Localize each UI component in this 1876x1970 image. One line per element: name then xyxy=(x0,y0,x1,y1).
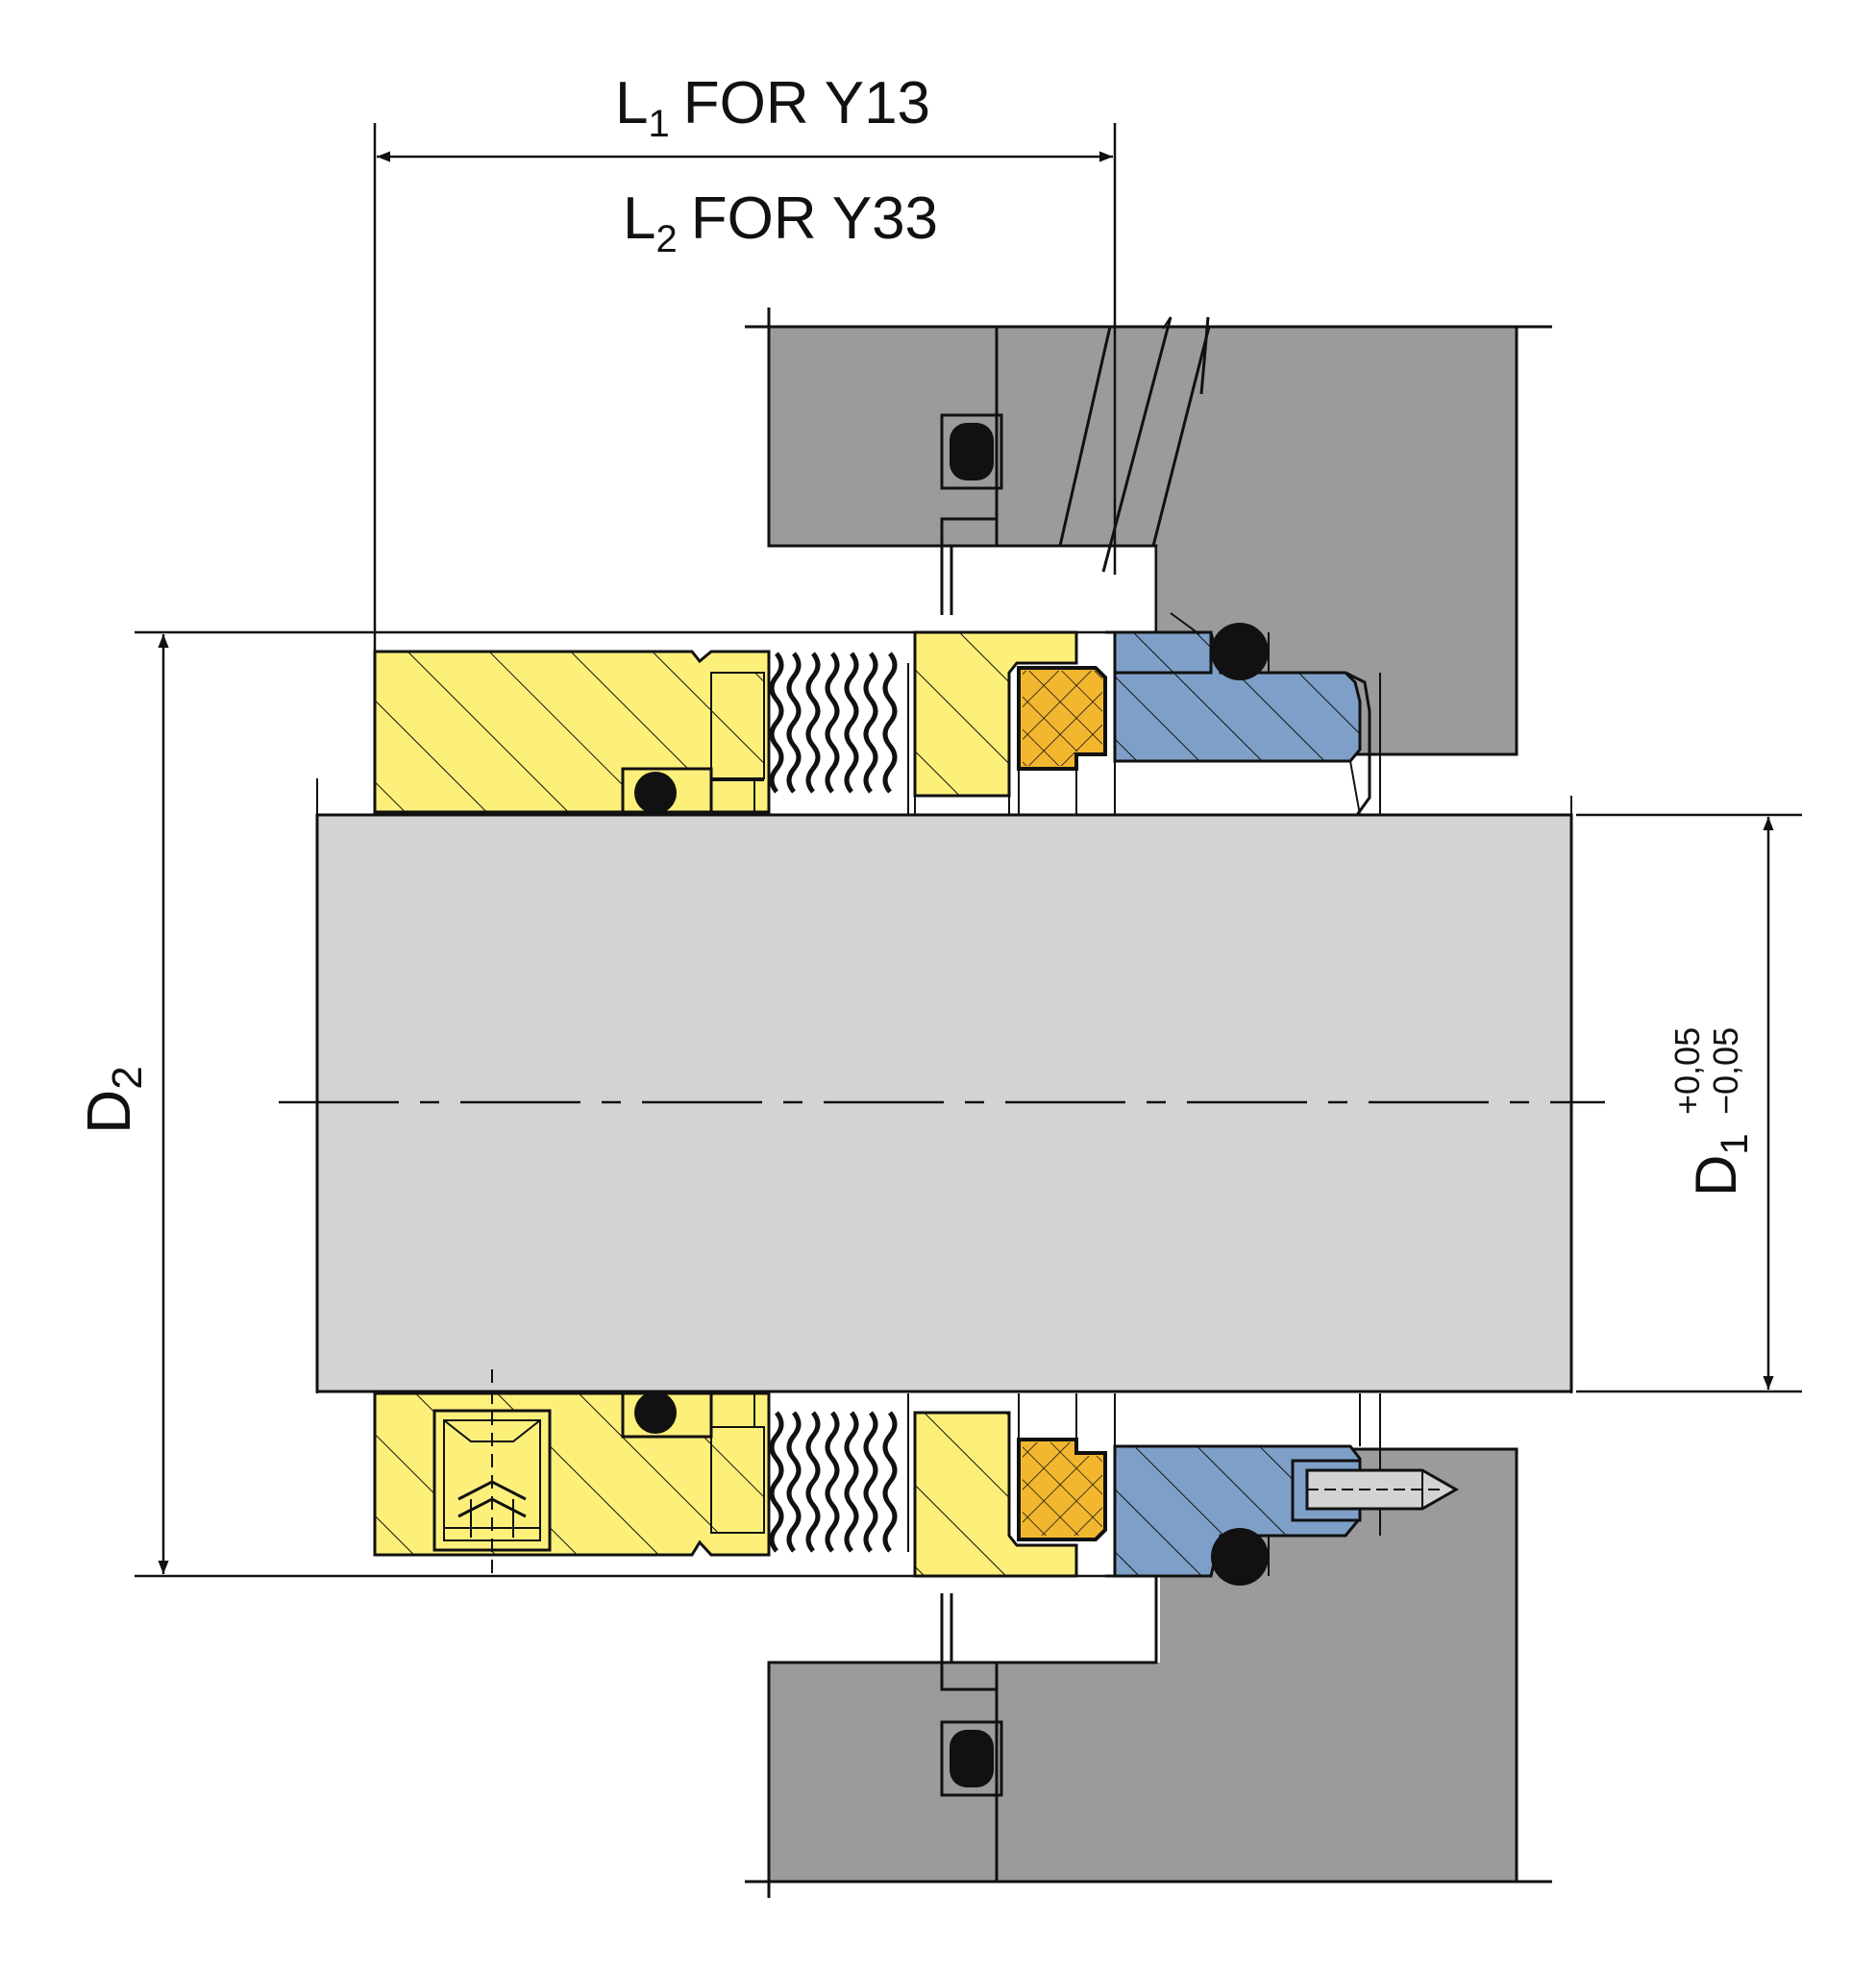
spring-lower xyxy=(769,1411,898,1553)
dim-label-d1: D1 xyxy=(1684,1133,1756,1196)
seat-lower xyxy=(1113,1393,1460,1586)
dim-tolerance-upper: +0,05 xyxy=(1667,1027,1707,1115)
rotating-unit-lower xyxy=(373,1369,1107,1578)
rotating-unit-upper xyxy=(373,630,1107,815)
dimension-d2 xyxy=(135,630,1115,1578)
o-ring-seat-upper xyxy=(1211,623,1269,680)
dim-tolerance-lower: −0,05 xyxy=(1706,1027,1745,1115)
anti-rotation-pin xyxy=(1291,1459,1460,1522)
o-ring-housing-upper xyxy=(950,423,994,480)
dim-label-d2: D2 xyxy=(74,1066,151,1134)
dimension-d1 xyxy=(1576,813,1802,1393)
dimension-l xyxy=(373,123,1117,652)
shaft xyxy=(279,778,1605,1393)
o-ring-housing-lower xyxy=(950,1730,994,1787)
seat-upper xyxy=(1113,612,1381,816)
spring-upper xyxy=(769,652,898,794)
o-ring-seat-lower xyxy=(1211,1528,1269,1586)
set-screw xyxy=(432,1369,552,1576)
